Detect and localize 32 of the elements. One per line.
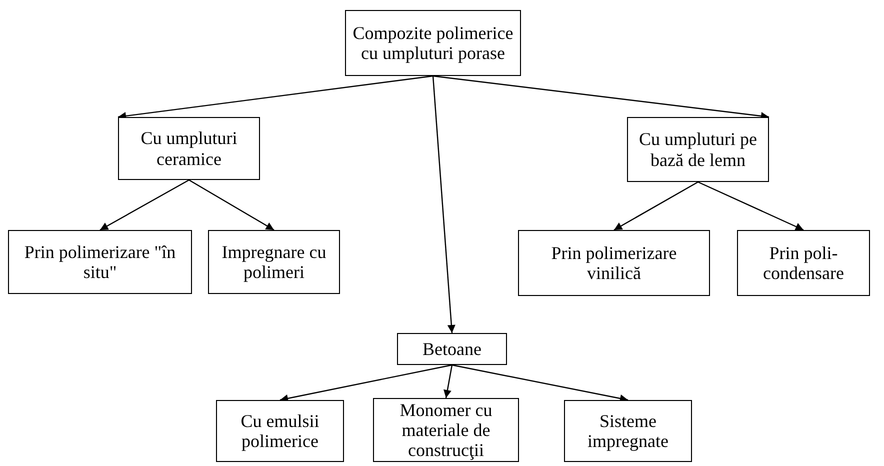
arrow [100, 179, 190, 231]
box-label: Prin poli-condensare [762, 242, 845, 284]
box-label: Cu umpluturi pe bază de lemn [638, 129, 758, 170]
box-label: Cu emulsii polimerice [240, 410, 320, 452]
arrow [118, 75, 434, 120]
category-box [8, 230, 192, 294]
category-box [345, 10, 521, 76]
box-label: Prin polimerizare "în situ" [23, 242, 177, 282]
category-box [627, 117, 769, 182]
category-box [397, 333, 507, 365]
arrow [444, 364, 453, 398]
box-label: Compozite polimerice cu umpluturi porase [352, 22, 514, 64]
box-label: Sisteme impregnate [586, 410, 670, 452]
arrow [432, 75, 770, 120]
category-box [518, 230, 710, 296]
box-label: Prin polimerizare vinilică [550, 242, 678, 284]
arrow [432, 76, 456, 334]
category-box [564, 400, 692, 462]
category-box [118, 117, 260, 180]
box-label: Impregnare cu polimeri [220, 242, 328, 282]
category-box [216, 400, 344, 462]
box-label: Monomer cu materiale de construcţii [398, 400, 494, 460]
arrow [698, 181, 804, 231]
arrow [614, 181, 698, 231]
arrow [188, 179, 274, 231]
arrow [452, 364, 628, 402]
category-box [208, 230, 340, 294]
arrow [280, 364, 452, 402]
box-label: Cu umpluturi ceramice [140, 128, 238, 169]
category-box [373, 398, 519, 462]
category-box [737, 230, 870, 296]
box-label: Betoane [422, 338, 482, 360]
